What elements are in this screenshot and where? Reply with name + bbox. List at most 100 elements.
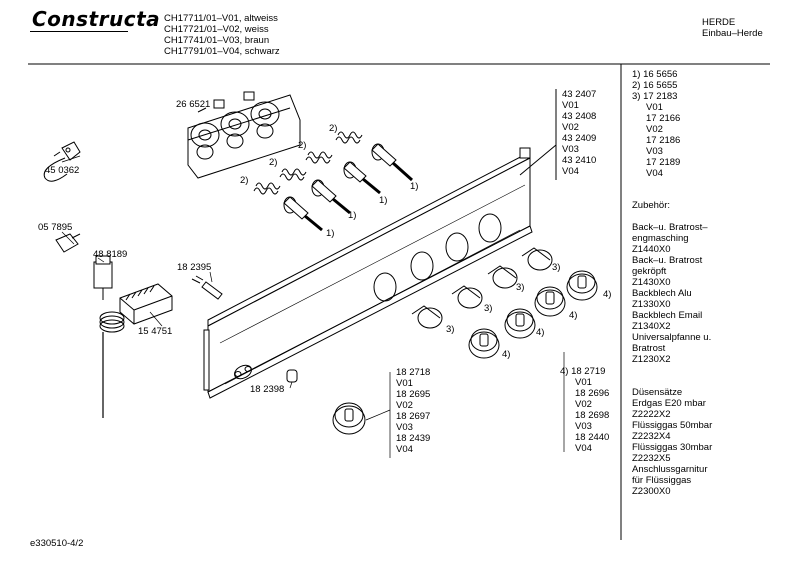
accessory-line: engmasching — [632, 233, 689, 244]
accessories-title: Zubehör: — [632, 200, 671, 211]
callout-3: 3) — [446, 324, 455, 335]
callout-1: 1) — [379, 195, 388, 206]
nozzle-line: Flüssiggas 30mbar — [632, 442, 713, 453]
sidebar-line: V01 — [646, 102, 663, 113]
switch-block — [187, 91, 301, 179]
nozzle-line: Flüssiggas 50mbar — [632, 420, 713, 431]
part-number: V02 — [562, 122, 579, 133]
sidebar-nozzles: Düsensätze Erdgas E20 mbar Z2222X2 Flüss… — [632, 387, 712, 497]
sidebar-line: 1) 16 5656 — [632, 69, 678, 80]
nozzle-line: Z2232X5 — [632, 453, 671, 464]
label-connector: 05 7895 — [38, 222, 73, 233]
document-id: e330510-4/2 — [30, 538, 84, 549]
accessory-line: Bratrost — [632, 343, 666, 354]
label-thermostat: 48 8189 — [93, 249, 128, 260]
accessory-line: Back–u. Bratrost — [632, 255, 703, 266]
knob-bezel-1 — [411, 305, 443, 329]
part-number: 18 2718 — [396, 367, 431, 378]
spring-3 — [279, 168, 307, 181]
control-panel — [203, 89, 557, 399]
sidebar-line: 17 2189 — [646, 157, 681, 168]
panel-part-list: 43 2407 V01 43 2408 V02 43 2409 V03 43 2… — [562, 89, 596, 177]
accessory-line: Z1440X0 — [632, 244, 671, 255]
indicator-cap — [286, 369, 298, 383]
selector-switch — [119, 283, 173, 325]
spring-2 — [305, 151, 333, 164]
sidebar-line: 2) 16 5655 — [632, 80, 678, 91]
callout-4: 4) — [536, 327, 545, 338]
part-number: 43 2409 — [562, 133, 597, 144]
part-number: 18 2439 — [396, 433, 431, 444]
accessory-line: Backblech Email — [632, 310, 703, 321]
sidebar-line: 17 2166 — [646, 113, 681, 124]
nozzle-line: Z2222X2 — [632, 409, 671, 420]
accessory-line: Universalpfanne u. — [632, 332, 712, 343]
knob-4 — [566, 270, 598, 301]
model-line: CH17791/01–V04, schwarz — [164, 46, 280, 57]
accessory-line: Z1330X0 — [632, 299, 671, 310]
part-number: V04 — [396, 444, 413, 455]
sidebar-line: V03 — [646, 146, 663, 157]
knob-part-list-right: 4) 18 2719 V01 18 2696 V02 18 2698 V03 1… — [560, 366, 609, 454]
callout-1: 1) — [326, 228, 335, 239]
part-number: V03 — [575, 421, 592, 432]
callout-3: 3) — [552, 262, 561, 273]
nozzle-line: Düsensätze — [632, 387, 683, 398]
lamp — [191, 275, 223, 300]
sidebar-line: V04 — [646, 168, 663, 179]
label-plug: 45 0362 — [45, 165, 80, 176]
knob-3 — [534, 286, 566, 317]
part-number: 43 2410 — [562, 155, 597, 166]
brand-logo-underline — [30, 31, 128, 33]
callout-3: 3) — [484, 303, 493, 314]
callout-1: 1) — [410, 181, 419, 192]
label-switch-block: 26 6521 — [176, 99, 211, 110]
knob-2 — [504, 308, 536, 339]
knob-bezel-3 — [487, 265, 518, 289]
brand-logo: Constructa — [32, 7, 161, 31]
part-number: V01 — [562, 100, 579, 111]
connector — [55, 233, 81, 253]
knob-hole-1 — [373, 272, 397, 302]
nozzle-line: für Flüssiggas — [632, 475, 692, 486]
part-number: 18 2698 — [575, 410, 610, 421]
model-line: CH17741/01–V03, braun — [164, 35, 270, 46]
model-line: CH17721/01–V02, weiss — [164, 24, 269, 35]
callout-2: 2) — [269, 157, 278, 168]
part-number: V03 — [396, 422, 413, 433]
category-block: HERDE Einbau–Herde — [702, 17, 763, 39]
sidebar-accessories: Zubehör: Back–u. Bratrost– engmasching Z… — [632, 200, 711, 365]
category: HERDE — [702, 17, 736, 28]
accessory-line: Z1230X2 — [632, 354, 671, 365]
model-line: CH17711/01–V01, altweiss — [164, 13, 278, 24]
part-number: V02 — [396, 400, 413, 411]
part-number: 4) 18 2719 — [560, 366, 606, 377]
accessory-line: Z1430X0 — [632, 277, 671, 288]
model-list: CH17711/01–V01, altweiss CH17721/01–V02,… — [164, 13, 280, 57]
callout-2: 2) — [240, 175, 249, 186]
spindle-2 — [343, 161, 381, 195]
subcategory: Einbau–Herde — [702, 28, 763, 39]
accessory-line: Back–u. Bratrost– — [632, 222, 708, 233]
spindle-1 — [371, 143, 414, 182]
knob-hole-3 — [445, 232, 469, 262]
sidebar-line: V02 — [646, 124, 663, 135]
accessory-line: Backblech Alu — [632, 288, 692, 299]
callout-1: 1) — [348, 210, 357, 221]
callout-2: 2) — [298, 140, 307, 151]
part-number: V04 — [575, 443, 592, 454]
part-number: V03 — [562, 144, 579, 155]
nozzle-line: Anschlussgarnitur — [632, 464, 708, 475]
knob-hole-2 — [410, 251, 434, 281]
knob-bezel-4 — [521, 247, 553, 271]
sidebar-line: 3) 17 2183 — [632, 91, 678, 102]
part-number: 18 2696 — [575, 388, 610, 399]
nozzle-line: Z2232X4 — [632, 431, 671, 442]
part-number: 18 2695 — [396, 389, 431, 400]
part-number: 18 2440 — [575, 432, 610, 443]
accessory-line: gekröpft — [632, 266, 667, 277]
label-lamp: 18 2395 — [177, 262, 212, 273]
spindle-4 — [283, 196, 323, 232]
part-number: 43 2407 — [562, 89, 597, 100]
